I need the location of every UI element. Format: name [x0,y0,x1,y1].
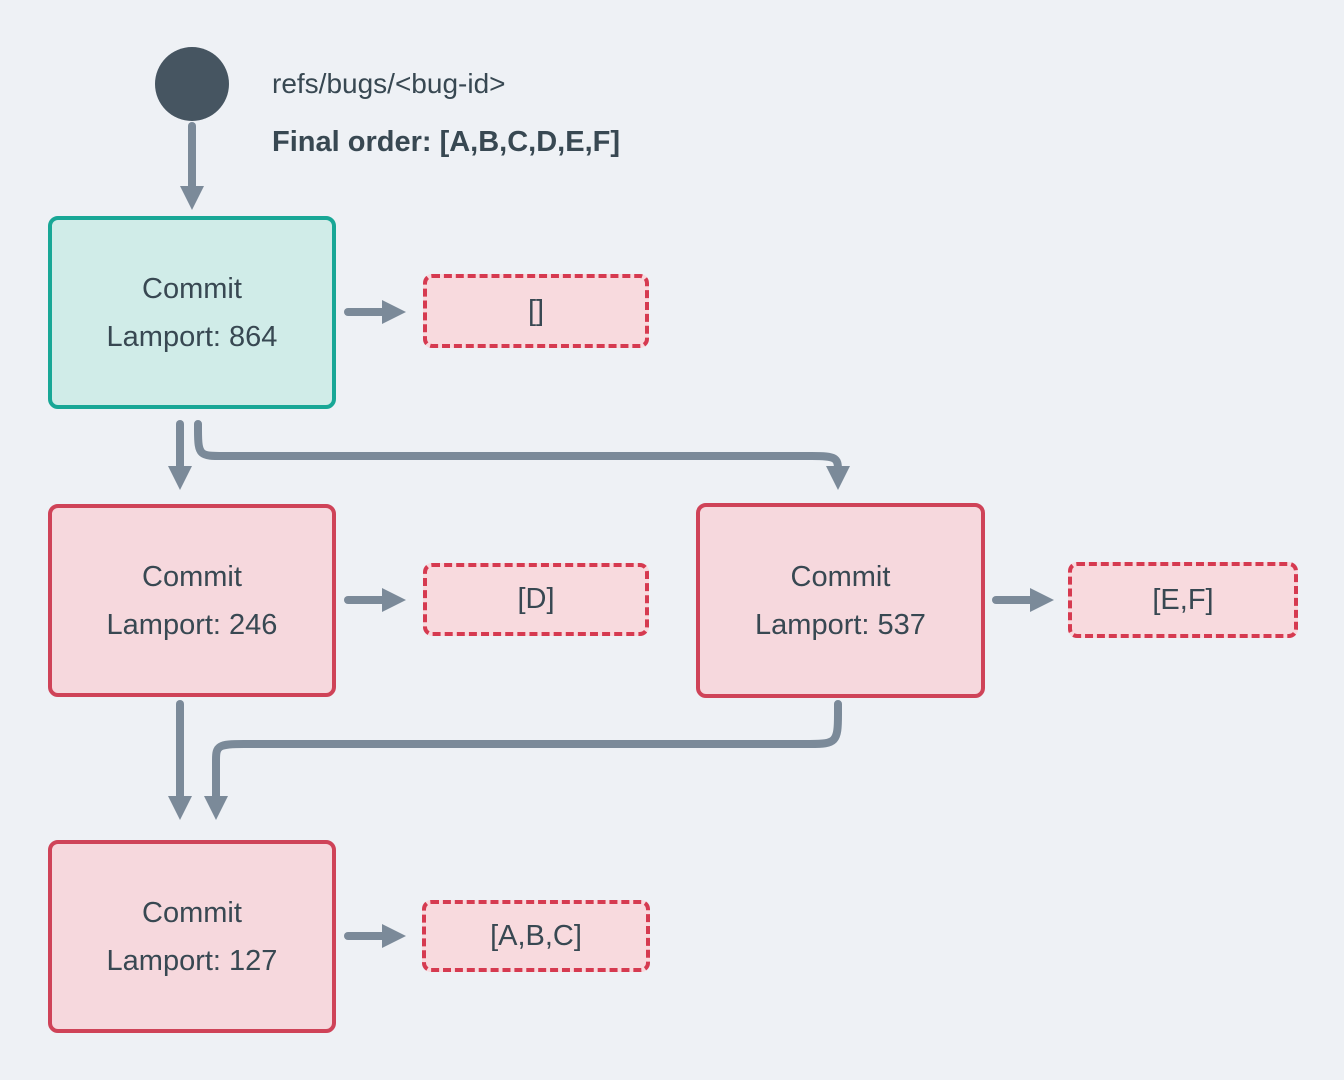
commit-node-lamport: Lamport: 246 [106,608,278,641]
edge-864-to-537 [194,420,850,490]
payload-label: [E,F] [1152,583,1214,616]
edge-537-to-127 [204,700,842,820]
final-order-label: Final order: [A,B,C,D,E,F] [272,126,620,158]
payload-label: [A,B,C] [490,919,582,952]
payload-box-empty: [] [423,274,649,348]
commit-node-lamport: Lamport: 864 [106,320,278,353]
commit-node-537: Commit Lamport: 537 [696,503,985,698]
payload-label: [D] [517,583,555,615]
commit-node-lamport: Lamport: 537 [755,608,926,641]
commit-node-title: Commit [142,560,242,593]
commit-node-title: Commit [142,896,242,929]
commit-node-title: Commit [790,560,891,593]
commit-node-864: Commit Lamport: 864 [48,216,336,409]
commit-node-127: Commit Lamport: 127 [48,840,336,1033]
ref-name-label: refs/bugs/<bug-id> [272,68,506,99]
commit-node-title: Commit [142,272,242,305]
commit-node-246: Commit Lamport: 246 [48,504,336,697]
payload-label: [] [527,294,545,327]
payload-box-ef: [E,F] [1068,562,1298,638]
payload-box-d: [D] [423,563,649,636]
commit-node-lamport: Lamport: 127 [106,944,278,977]
ref-head-node [155,47,229,121]
payload-box-abc: [A,B,C] [422,900,650,972]
